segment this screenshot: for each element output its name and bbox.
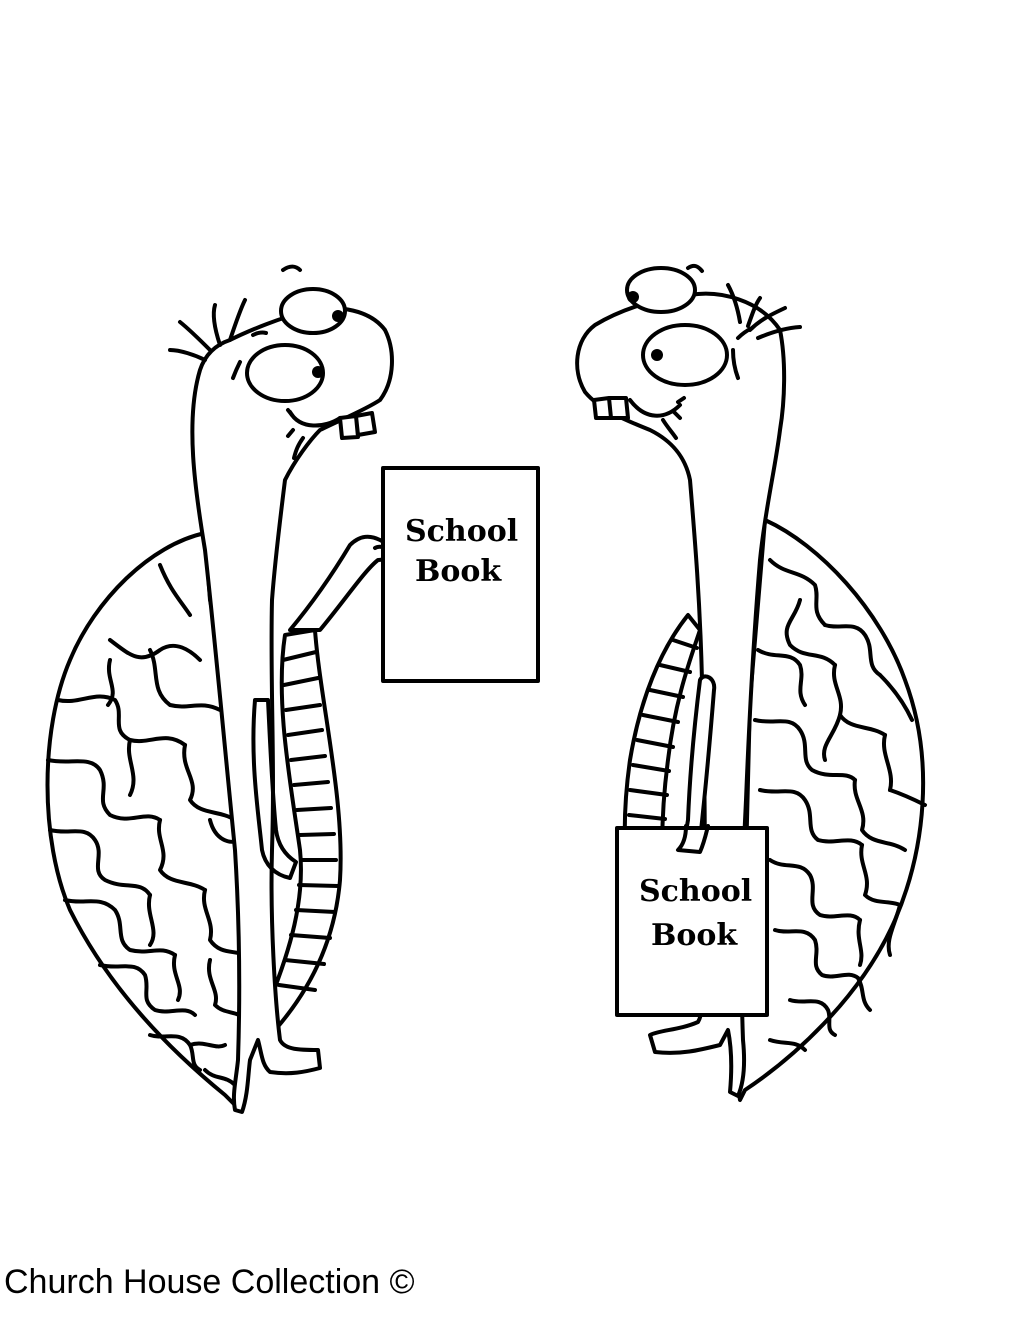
copyright-credit: Church House Collection © xyxy=(4,1263,415,1301)
right-book-title-line1: School xyxy=(639,874,752,909)
left-book-title-line2: Book xyxy=(415,554,502,589)
right-turtle: School Book xyxy=(575,263,927,1102)
right-turtle-book: School Book xyxy=(615,824,769,1017)
right-turtle-face xyxy=(592,263,802,440)
right-book-title-line2: Book xyxy=(651,918,738,953)
left-turtle-shell xyxy=(45,531,247,1112)
left-turtle-book: School Book xyxy=(381,466,540,683)
left-turtle-face xyxy=(168,264,377,460)
left-book-title-line1: School xyxy=(405,514,518,549)
left-turtle-body xyxy=(190,306,397,1114)
right-turtle-shell xyxy=(733,518,927,1102)
left-turtle-tail-stripes xyxy=(268,628,343,1032)
left-turtle: School Book xyxy=(45,264,540,1114)
